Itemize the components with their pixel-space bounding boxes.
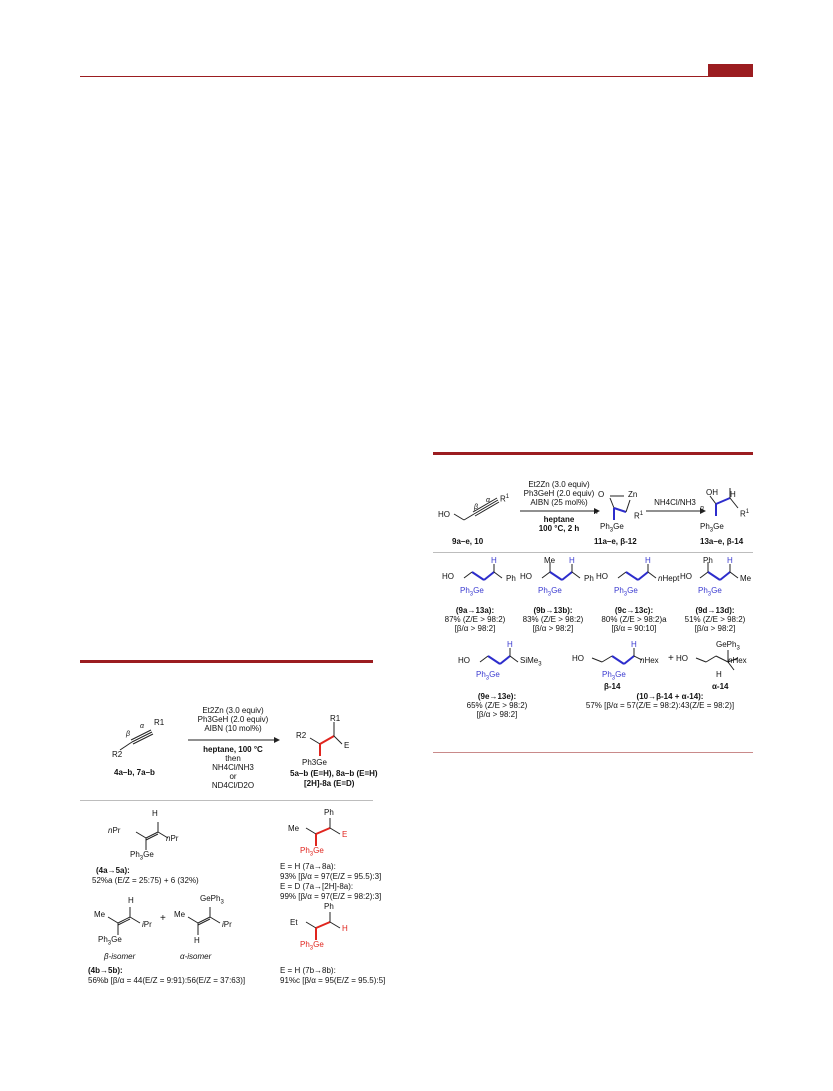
start-label: 4a–b, 7a–b	[114, 768, 155, 777]
struct-alpha14	[695, 650, 739, 671]
entry-7b-l1: E = H (7b→8b):	[280, 966, 336, 975]
entry-10-l1: 57% [β/α = 57(Z/E = 98:2):43(Z/E = 98:2)…	[585, 701, 735, 710]
page-tab	[708, 64, 753, 77]
atom-r2: R2	[112, 750, 123, 759]
entry-9b-title: (9b→13b):	[533, 606, 573, 615]
start-alkyne-structure	[119, 729, 154, 751]
right-arrow-2	[646, 508, 706, 514]
product-13-label: 13a–e, β-14	[700, 537, 744, 546]
entry-9d-l2: [β/α > 98:2]	[694, 624, 736, 633]
entry-9c-title: (9c→13c):	[614, 606, 654, 615]
conditions: heptane, 100 °C	[203, 745, 263, 754]
product-label-1: 5a–b (E=H), 8a–b (E=H)	[290, 769, 378, 778]
reagent-ph3geh: Ph3GeH (2.0 equiv)	[197, 715, 269, 724]
entry-9c-l1: 80% (Z/E > 98:2)a	[601, 615, 667, 624]
entry-7a-l3: E = D (7a→[2H]-8a):	[280, 882, 354, 891]
struct-5b-alpha	[187, 907, 221, 935]
intermediate-label: 11a–e, β-12	[594, 537, 637, 546]
or-text: or	[229, 772, 237, 781]
beta14-name: β-14	[604, 682, 621, 691]
struct-13c	[617, 564, 657, 581]
entry-10-title: (10→β-14 + α-14):	[636, 692, 704, 701]
entry-9d-l1: 51% (Z/E > 98:2)	[684, 615, 746, 624]
start-label-9: 9a–e, 10	[452, 537, 484, 546]
alpha-isomer-label: α-isomer	[180, 952, 212, 961]
start-9-structure	[453, 497, 500, 521]
reagent-aibn: AIBN (10 mol%)	[204, 724, 262, 733]
struct-8a	[305, 818, 341, 846]
product-r2: R2	[296, 731, 307, 740]
r-reagent-et2zn: Et2Zn (3.0 equiv)	[528, 480, 590, 489]
atom-beta: β	[126, 731, 130, 738]
entry-7a-l4: 99% [β/α = 97(E/Z = 98:2):3]	[280, 892, 382, 901]
entry-9e-title: (9e→13e):	[477, 692, 517, 701]
reaction-arrow	[188, 737, 280, 743]
r-conditions-1: heptane	[543, 515, 575, 524]
r-reagent-ph3geh: Ph3GeH (2.0 equiv)	[523, 489, 595, 498]
product-r1: R1	[330, 714, 341, 723]
right-scheme-top-rule	[433, 452, 753, 455]
entry-9d-title: (9d→13d):	[695, 606, 735, 615]
r-conditions-2: 100 °C, 2 h	[538, 524, 580, 533]
entry-9e-l2: [β/α > 98:2]	[476, 710, 518, 719]
struct-beta14	[591, 648, 643, 665]
intermediate-structure	[609, 495, 631, 520]
r-reagent-aibn: AIBN (25 mol%)	[530, 498, 588, 507]
entry-9e-l1: 65% (Z/E > 98:2)	[466, 701, 528, 710]
reagent-et2zn: Et2Zn (3.0 equiv)	[202, 706, 264, 715]
entry-9a-l2: [β/α > 98:2]	[454, 624, 496, 633]
atom-e-8a: E	[342, 830, 348, 839]
struct-13b	[541, 562, 581, 581]
beta-isomer-label: β-isomer	[104, 952, 136, 961]
entry-9a-l1: 87% (Z/E > 98:2)	[444, 615, 506, 624]
product-label-2: [2H]-8a (E=D)	[304, 779, 355, 788]
left-separator	[80, 800, 373, 801]
product-ph3ge: Ph3Ge	[302, 758, 327, 767]
entry-9a-title: (9a→13a):	[455, 606, 495, 615]
r-quench: NH4Cl/NH3	[654, 498, 696, 507]
left-scheme-top-rule	[80, 660, 373, 663]
alpha14-name: α-14	[712, 682, 729, 691]
header-rule	[80, 76, 753, 77]
entry-9b-l2: [β/α > 98:2]	[532, 624, 574, 633]
entry-7a-l2: 93% [β/α = 97(E/Z = 95.5):3]	[280, 872, 382, 881]
right-separator	[433, 552, 753, 553]
entry-4a-title: (4a→5a):	[96, 866, 130, 875]
entry-4b-yield: 56%b [β/α = 44(E/Z = 9:91):56(E/Z = 37:6…	[88, 976, 246, 985]
entry-9c-l2: [β/α = 90:10]	[611, 624, 657, 633]
struct-13d	[699, 562, 739, 581]
product-13-structure	[709, 488, 739, 516]
atom-alpha: α	[140, 723, 144, 730]
struct-5a	[135, 822, 169, 850]
struct-13e	[479, 648, 519, 665]
right-arrow-1	[520, 508, 600, 514]
then-text: then	[225, 754, 241, 763]
quench2: ND4Cl/D2O	[211, 781, 255, 790]
product-e: E	[344, 741, 350, 750]
struct-5b-beta	[107, 907, 141, 935]
quench1: NH4Cl/NH3	[212, 763, 254, 772]
struct-13a	[463, 564, 503, 581]
atom-r1: R1	[154, 718, 165, 727]
entry-9b-l1: 83% (Z/E > 98:2)	[522, 615, 584, 624]
product-structure	[309, 722, 343, 756]
entry-4b-title: (4b→5b):	[88, 966, 123, 975]
entry-7a-l1: E = H (7a→8a):	[280, 862, 336, 871]
entry-4a-yield: 52%a (E/Z = 25:75) + 6 (32%)	[92, 876, 199, 885]
entry-7b-l2: 91%c [β/α = 95(E/Z = 95.5):5]	[280, 976, 386, 985]
right-scheme-bottom-rule	[433, 752, 753, 753]
struct-8b	[305, 912, 341, 940]
